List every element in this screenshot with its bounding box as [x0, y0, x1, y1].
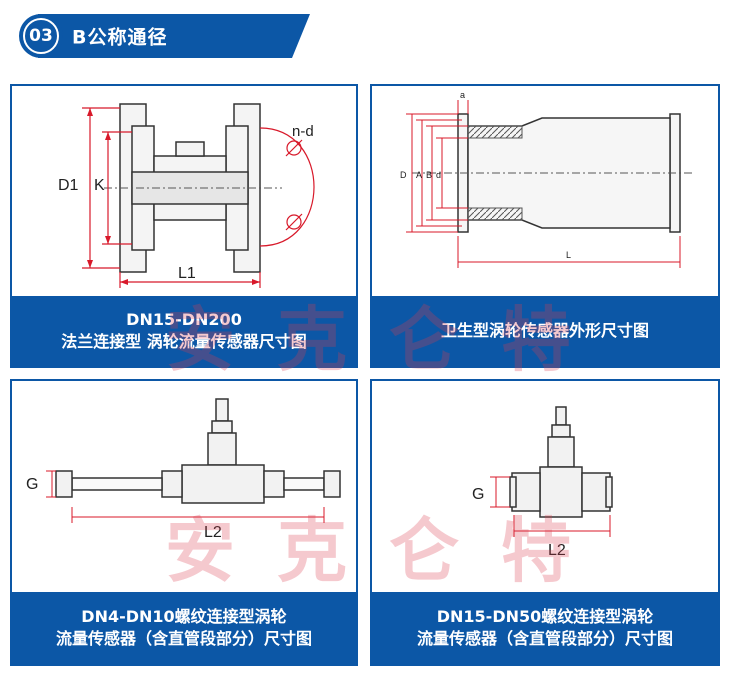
label-a: A [416, 170, 422, 180]
section-number: 03 [29, 26, 53, 46]
panel-flange-dimension: D1 K L1 n-d DN15-DN200 法兰连接型 涡轮流量传感器尺寸图 [10, 84, 358, 368]
label-a-small: a [460, 90, 465, 100]
flange-caption-line-2: 法兰连接型 涡轮流量传感器尺寸图 [61, 332, 307, 351]
label-d1: D1 [58, 177, 79, 194]
thread-small-sensor-drawing: G L2 [26, 398, 341, 541]
label-d: D [400, 170, 407, 180]
label-g: G [26, 476, 38, 493]
sanitary-caption: 卫生型涡轮传感器外形尺寸图 [372, 296, 718, 366]
label-n-d: n-d [292, 123, 314, 140]
panel-thread-small-dimension: G L2 DN4-DN10螺纹连接型涡轮 流量传感器（含直管段部分）尺寸图 [10, 379, 358, 666]
section-header: 03 B公称通径 [10, 10, 320, 62]
flange-sensor-drawing: D1 K L1 n-d [58, 103, 315, 288]
thread-small-caption: DN4-DN10螺纹连接型涡轮 流量传感器（含直管段部分）尺寸图 [12, 592, 356, 664]
label-d-small: d [436, 170, 441, 180]
section-title: B公称通径 [72, 26, 168, 49]
flange-caption-line-1: DN15-DN200 [126, 310, 242, 330]
panel-sanitary-dimension: a D A B d L 卫生型涡轮传感器外形尺寸图 [370, 84, 720, 368]
sanitary-caption-line-1: 卫生型涡轮传感器外形尺寸图 [440, 321, 649, 341]
thread-large-caption-line-2: 流量传感器（含直管段部分）尺寸图 [416, 629, 673, 648]
panel-thread-large-dimension: G L2 DN15-DN50螺纹连接型涡轮 流量传感器（含直管段部分）尺寸图 [370, 379, 720, 666]
label-g: G [472, 486, 484, 503]
label-b: B [426, 170, 432, 180]
thread-small-caption-line-1: DN4-DN10螺纹连接型涡轮 [81, 607, 287, 627]
label-k: K [94, 177, 105, 194]
label-l2: L2 [548, 542, 566, 559]
flange-caption: DN15-DN200 法兰连接型 涡轮流量传感器尺寸图 [12, 296, 356, 366]
thread-large-sensor-drawing: G L2 [472, 406, 613, 559]
sanitary-sensor-drawing: a D A B d L [400, 90, 692, 268]
label-l1: L1 [178, 265, 196, 282]
thread-small-caption-line-2: 流量传感器（含直管段部分）尺寸图 [55, 629, 312, 648]
header-ribbon-shape [19, 14, 310, 58]
label-l2: L2 [204, 524, 222, 541]
label-l: L [566, 250, 571, 260]
thread-large-caption-line-1: DN15-DN50螺纹连接型涡轮 [436, 607, 654, 627]
thread-large-caption: DN15-DN50螺纹连接型涡轮 流量传感器（含直管段部分）尺寸图 [372, 592, 718, 664]
